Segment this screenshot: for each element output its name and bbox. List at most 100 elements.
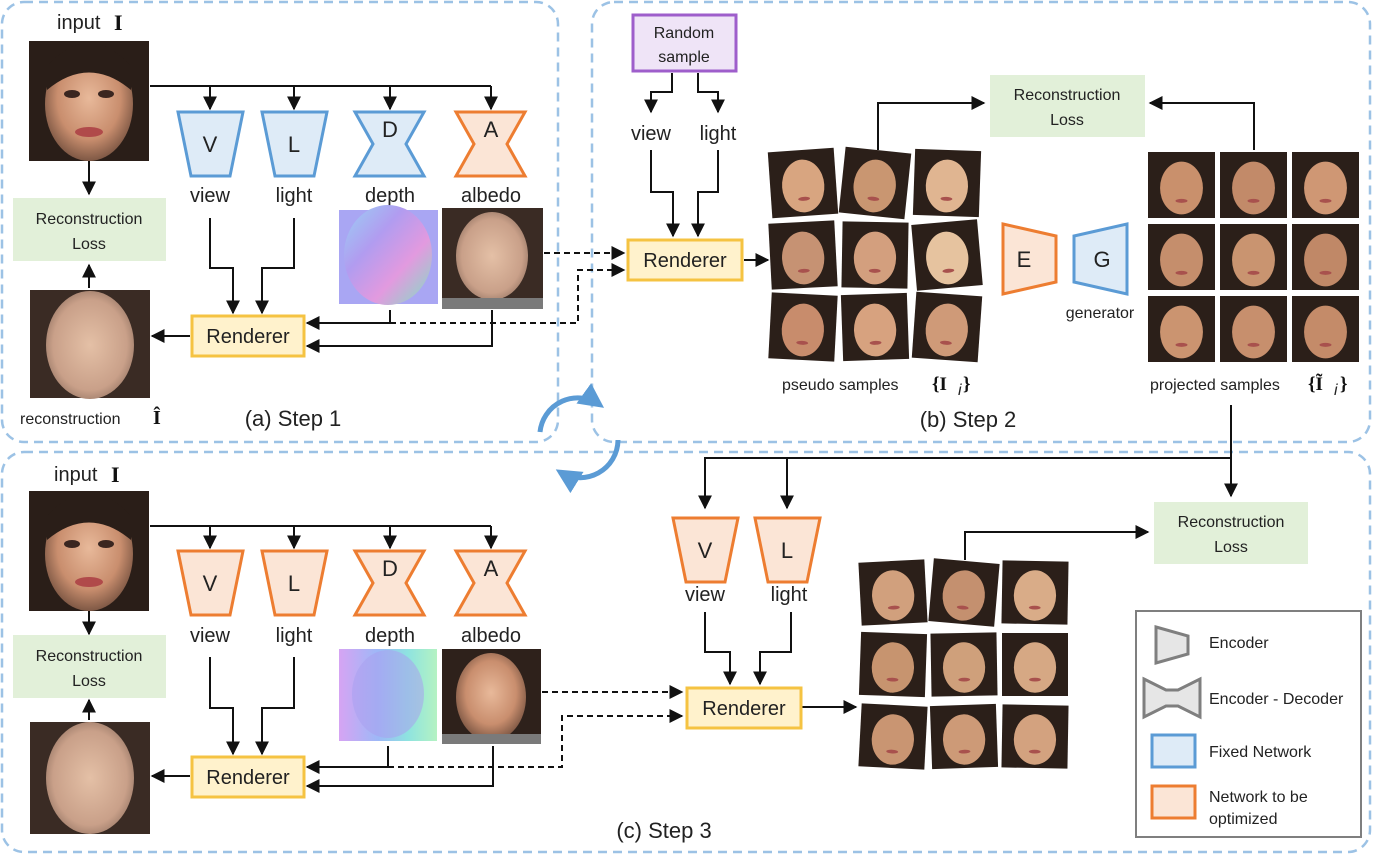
legend-fixed-label: Fixed Network xyxy=(1209,744,1312,761)
step3-view2-encoder xyxy=(671,516,740,584)
step2-renderer xyxy=(626,238,744,282)
step1-albedo-encoder-decoder xyxy=(453,110,528,178)
step3-depth-encoder-decoder xyxy=(352,549,427,617)
step3-light2-caption: light xyxy=(771,584,808,606)
step3-loss-box xyxy=(13,635,166,698)
step3-light-caption: light xyxy=(276,625,313,647)
projected-sample-5 xyxy=(1220,224,1287,290)
pseudo-sample-5 xyxy=(841,221,909,289)
step1-input-symbol: I xyxy=(114,10,123,35)
legend-encoder-icon xyxy=(1154,625,1190,665)
step1-to-step2-dashed xyxy=(390,246,626,324)
random-sample-box xyxy=(631,13,738,73)
projected-sample-9 xyxy=(1292,296,1359,362)
step1-renderer xyxy=(190,314,306,358)
step2-view-label: view xyxy=(631,123,672,145)
random-line2: sample xyxy=(658,49,710,66)
step3-flows xyxy=(150,657,494,793)
step3-dashed-to-renderer2 xyxy=(388,685,684,768)
step3-view2-caption: view xyxy=(685,584,726,606)
encoder-e-shape xyxy=(1001,222,1058,296)
step3-depth-map xyxy=(339,649,437,741)
pseudo-samples-grid xyxy=(767,146,983,363)
step3-vl-connectors xyxy=(704,525,1150,714)
rendered-sample-2 xyxy=(928,558,1000,627)
step3-renderer xyxy=(190,755,306,799)
projected-sample-1 xyxy=(1148,152,1215,218)
projected-subscript: i xyxy=(1334,382,1338,399)
pseudo-sample-4 xyxy=(768,220,838,290)
step2-loss-line1: Reconstruction xyxy=(1014,87,1121,104)
step3-loss-line2: Loss xyxy=(72,673,106,690)
projected-samples-grid xyxy=(1148,152,1359,362)
step3-depth-letter: D xyxy=(382,556,398,581)
projected-close: } xyxy=(1340,374,1348,395)
rendered-sample-4 xyxy=(858,631,928,698)
projected-symbol: {Ĩ xyxy=(1308,373,1323,395)
pseudo-label: pseudo samples xyxy=(782,377,899,394)
step1-input-label: input xyxy=(57,12,101,34)
step2-loss-box xyxy=(990,75,1145,137)
pseudo-sample-7 xyxy=(768,292,838,362)
step3-rendered-grid xyxy=(858,558,1069,770)
step3-renderer-label: Renderer xyxy=(206,767,290,789)
step3-view-caption: view xyxy=(190,625,231,647)
step3-view-encoder xyxy=(176,549,245,617)
step3-input-label: input xyxy=(54,464,98,486)
step3-light2-letter: L xyxy=(781,538,793,563)
step2-renderer-label: Renderer xyxy=(643,250,727,272)
step3-light-encoder xyxy=(260,549,329,617)
projected-sample-4 xyxy=(1148,224,1215,290)
panel-step3 xyxy=(0,450,1372,854)
legend-optimized-line2: optimized xyxy=(1209,811,1277,828)
rendered-sample-3 xyxy=(1001,560,1069,625)
rendered-sample-7 xyxy=(858,703,928,770)
step3-loss2-line2: Loss xyxy=(1214,539,1248,556)
step3-albedo-letter: A xyxy=(484,556,499,581)
projected-sample-8 xyxy=(1220,296,1287,362)
legend-optimized-line1: Network to be xyxy=(1209,789,1308,806)
projected-sample-6 xyxy=(1292,224,1359,290)
step2-title: (b) Step 2 xyxy=(920,407,1017,432)
pseudo-close: } xyxy=(963,374,971,395)
pseudo-sample-1 xyxy=(767,147,839,219)
step3-view-encoder-letter: V xyxy=(203,571,218,596)
projected-sample-3 xyxy=(1292,152,1359,218)
pseudo-symbol: {I xyxy=(932,374,947,395)
step1-view-encoder-letter: V xyxy=(203,132,218,157)
legend-encoder-decoder-icon xyxy=(1142,676,1202,720)
step3-loss-line1: Reconstruction xyxy=(36,648,143,665)
step3-loss2-box xyxy=(1154,502,1308,564)
step1-view-encoder xyxy=(176,110,245,178)
projected-sample-2 xyxy=(1220,152,1287,218)
step1-input-face xyxy=(29,41,149,161)
step1-depth-caption: depth xyxy=(365,185,415,207)
step1-input-connectors xyxy=(82,85,498,288)
projected-sample-7 xyxy=(1148,296,1215,362)
rendered-sample-1 xyxy=(858,559,928,626)
step3-albedo-encoder-decoder xyxy=(453,549,528,617)
panel-step1 xyxy=(0,0,560,444)
legend-encoder-decoder-label: Encoder - Decoder xyxy=(1209,691,1344,708)
rendered-sample-8 xyxy=(929,703,999,770)
step1-loss-line2: Loss xyxy=(72,236,106,253)
step1-depth-encoder-decoder xyxy=(352,110,427,178)
step3-input-connectors xyxy=(82,525,498,720)
pseudo-sample-2 xyxy=(838,146,912,220)
pseudo-sample-3 xyxy=(912,148,982,218)
pseudo-sample-8 xyxy=(840,292,910,362)
step3-title: (c) Step 3 xyxy=(616,818,711,843)
step1-loss-line1: Reconstruction xyxy=(36,211,143,228)
step1-view-caption: view xyxy=(190,185,231,207)
step1-albedo-caption: albedo xyxy=(461,185,521,207)
step1-renderer-label: Renderer xyxy=(206,326,290,348)
step1-depth-map xyxy=(339,205,438,305)
step3-input-face xyxy=(29,491,149,611)
projected-to-step3-connectors xyxy=(698,405,1238,510)
rendered-sample-5 xyxy=(930,632,998,697)
step1-light-encoder xyxy=(260,110,329,178)
step2-loss-line2: Loss xyxy=(1050,112,1084,129)
panel-step2 xyxy=(590,0,1372,444)
step1-recon-label: reconstruction xyxy=(20,411,121,428)
pseudo-sample-9 xyxy=(911,291,983,363)
